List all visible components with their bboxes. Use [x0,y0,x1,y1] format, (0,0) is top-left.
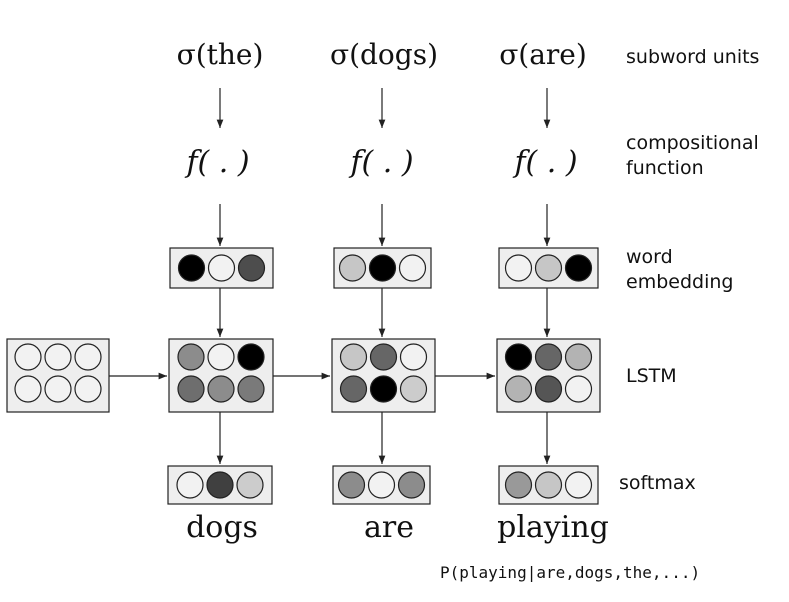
label-lstm: LSTM [626,365,677,387]
softmax-unit-2-3 [397,471,426,499]
lstm-unit-3-4 [504,375,533,403]
lstm-unit-1-6 [237,375,265,403]
label-softmax: softmax [619,472,696,494]
diagram-shapes [6,88,601,505]
embedding-unit-3-2 [534,254,563,282]
lstm-unit-1-1 [177,343,205,371]
initial-state-unit-3 [74,343,102,371]
label-function: function [626,157,704,179]
embedding-unit-2-1 [338,254,367,282]
softmax-unit-3-2 [534,471,563,499]
embedding-unit-2-3 [398,254,427,282]
initial-state-unit-6 [74,375,102,403]
initial-state-unit-1 [14,343,42,371]
subword-are: σ(are) [499,38,587,71]
label-compositional: compositional [626,132,759,154]
subword-dogs: σ(dogs) [330,38,438,71]
softmax-unit-1-1 [176,471,204,499]
lstm-unit-2-4 [339,375,368,403]
lstm-unit-1-4 [177,375,205,403]
softmax-unit-2-1 [337,471,366,499]
lstm-unit-1-2 [207,343,235,371]
function-2: f( . ) [348,145,413,180]
label-word: word [626,246,673,268]
softmax-unit-2-2 [367,471,396,499]
probability-formula: P(playing|are,dogs,the,...) [440,563,700,582]
function-1: f( . ) [184,145,249,180]
lstm-unit-1-3 [237,343,265,371]
lstm-unit-2-1 [339,343,368,371]
output-dogs: dogs [186,510,258,545]
initial-state-unit-2 [44,343,72,371]
embedding-unit-1-3 [237,254,266,282]
lstm-unit-3-3 [564,343,593,371]
function-3: f( . ) [512,145,577,180]
embedding-unit-1-1 [177,254,206,282]
label-embedding: embedding [626,271,733,293]
lstm-unit-1-5 [207,375,235,403]
lstm-unit-2-6 [399,375,428,403]
embedding-unit-2-2 [368,254,397,282]
embedding-unit-1-2 [207,254,236,282]
label-subword-units: subword units [626,46,759,68]
lstm-unit-3-2 [534,343,563,371]
lstm-unit-3-5 [534,375,563,403]
softmax-unit-3-1 [504,471,533,499]
softmax-unit-1-2 [206,471,234,499]
embedding-unit-3-1 [504,254,533,282]
initial-state-unit-4 [14,375,42,403]
lstm-unit-3-1 [504,343,533,371]
subword-the: σ(the) [177,38,264,71]
output-playing: playing [497,510,609,545]
lstm-unit-2-3 [399,343,428,371]
initial-state-unit-5 [44,375,72,403]
output-are: are [364,510,414,545]
lstm-unit-2-5 [369,375,398,403]
lstm-unit-3-6 [564,375,593,403]
embedding-unit-3-3 [564,254,593,282]
lstm-unit-2-2 [369,343,398,371]
softmax-unit-3-3 [564,471,593,499]
softmax-unit-1-3 [236,471,264,499]
